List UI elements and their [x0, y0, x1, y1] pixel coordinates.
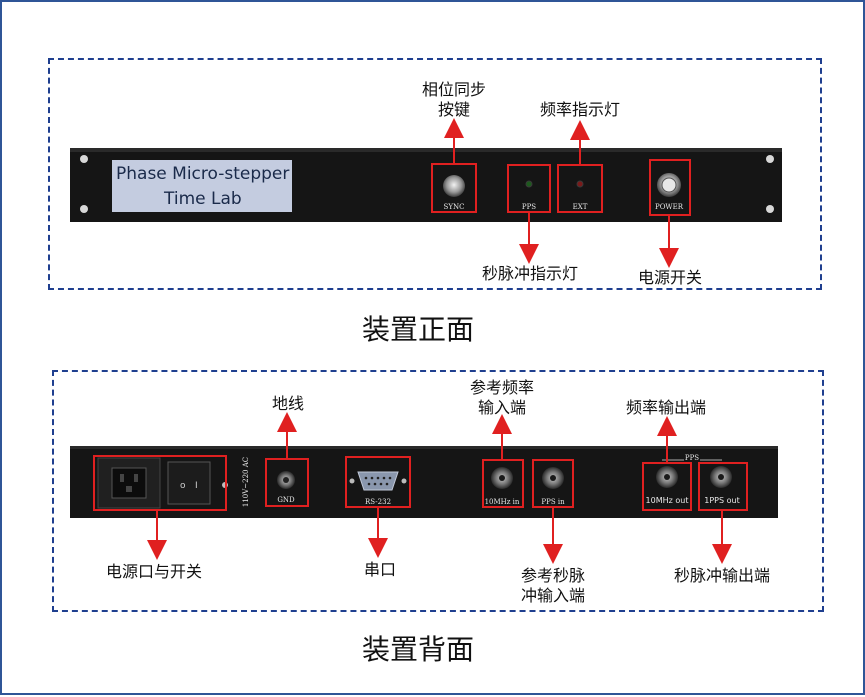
sync-callout-line2: 按键 — [437, 100, 470, 119]
mount-hole-icon — [80, 155, 88, 163]
brand-line-1: Phase Micro-stepper — [116, 164, 290, 184]
ref-freq-callout: 参考频率 输入端 — [462, 378, 542, 418]
front-arrows — [444, 118, 679, 268]
power-panel-text: POWER — [655, 203, 684, 211]
pps-panel-text: PPS — [522, 203, 536, 211]
brand-label-plate — [112, 160, 292, 212]
ground-callout: 地线 — [271, 394, 304, 413]
ref-freq-line2: 输入端 — [477, 398, 526, 417]
pps-out-panel-text: 1PPS out — [704, 496, 739, 505]
mhz-out-panel-text: 10MHz out — [646, 496, 689, 505]
sync-callout-line1: 相位同步 — [421, 80, 486, 99]
voltage-panel-text: 110V~220 AC — [242, 457, 250, 507]
front-caption: 装置正面 — [362, 313, 475, 346]
brand-line-2: Time Lab — [164, 189, 242, 209]
pps-in-panel-text: PPS in — [541, 498, 565, 506]
rocker-switch-icon — [167, 461, 211, 505]
svg-text:o: o — [180, 481, 186, 491]
pps-group-text: PPS — [685, 454, 699, 462]
mhz-in-panel-text: 10MHz in — [485, 498, 520, 506]
front-panel-frame — [48, 58, 822, 290]
power-inlet-callout: 电源口与开关 — [105, 562, 202, 581]
ext-led-icon — [576, 180, 584, 188]
serial-callout: 串口 — [363, 560, 396, 579]
pps-out-callout: 秒脉冲输出端 — [673, 566, 770, 585]
mount-hole-icon — [766, 205, 774, 213]
sync-callout-label: 相位同步 按键 — [412, 80, 496, 120]
back-arrows — [147, 412, 732, 564]
freq-out-callout: 频率输出端 — [625, 398, 706, 417]
serial-port-icon — [357, 471, 399, 491]
rs232-panel-text: RS-232 — [365, 498, 391, 506]
ref-pps-line1: 参考秒脉 — [520, 566, 585, 585]
sync-panel-text: SYNC — [444, 203, 465, 211]
gnd-panel-text: GND — [277, 496, 295, 504]
freq-indicator-callout: 频率指示灯 — [539, 100, 620, 119]
ref-pps-callout: 参考秒脉 冲输入端 — [512, 566, 594, 606]
ext-panel-text: EXT — [573, 203, 588, 211]
back-caption: 装置背面 — [362, 633, 475, 666]
pps-indicator-callout: 秒脉冲指示灯 — [481, 264, 578, 283]
power-switch-callout: 电源开关 — [637, 268, 702, 287]
ref-pps-line2: 冲输入端 — [520, 586, 585, 605]
mount-hole-icon — [766, 155, 774, 163]
sync-button-icon — [443, 175, 465, 197]
power-inlet-highlight-box — [93, 455, 227, 511]
back-panel-frame — [52, 370, 824, 612]
ref-freq-line1: 参考频率 — [469, 378, 534, 397]
pps-led-icon — [525, 180, 533, 188]
mount-hole-icon — [80, 205, 88, 213]
svg-text:I: I — [195, 481, 198, 491]
